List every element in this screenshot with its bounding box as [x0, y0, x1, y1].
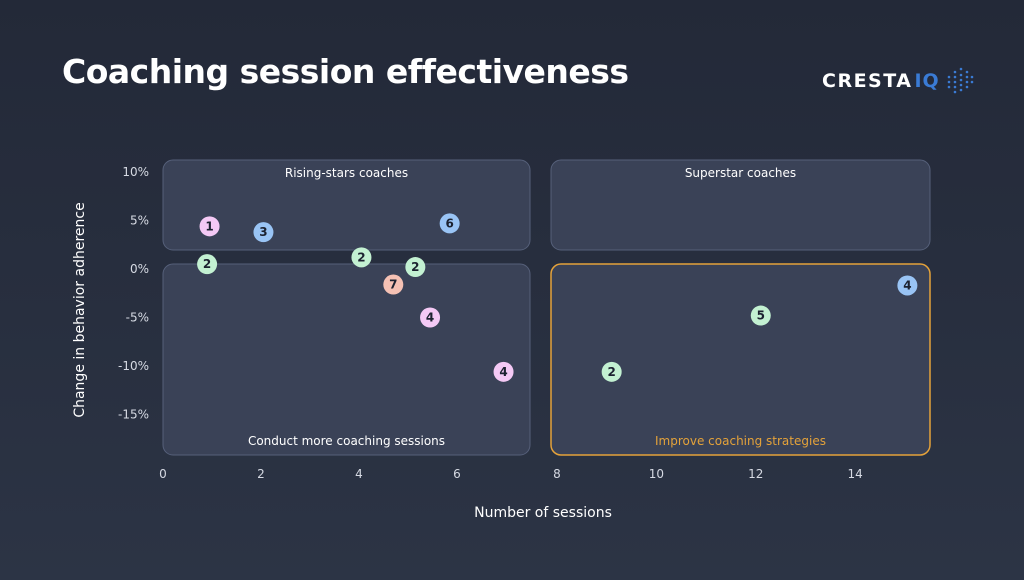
data-point-marker	[383, 274, 404, 295]
data-point-label: 2	[357, 250, 365, 264]
dots-grid-icon	[947, 67, 973, 94]
data-point-label: 4	[499, 365, 507, 379]
logo-accent: IQ	[914, 70, 940, 92]
x-tick-label: 10	[649, 467, 664, 481]
data-point-label: 2	[607, 365, 615, 379]
x-tick-label: 14	[848, 467, 863, 481]
logo-text: CRESTA	[822, 70, 913, 92]
data-point-label: 7	[389, 278, 397, 292]
data-point: 4	[897, 275, 918, 296]
quadrant-label-2: Conduct more coaching sessions	[248, 434, 445, 448]
data-point-marker	[439, 213, 460, 234]
data-point: 2	[351, 247, 372, 268]
quadrant-panel-3	[550, 263, 931, 456]
x-tick-label: 0	[159, 467, 167, 481]
y-axis-label: Change in behavior adherence	[72, 202, 88, 417]
data-point: 5	[750, 305, 771, 326]
data-point-label: 2	[203, 257, 211, 271]
data-point: 2	[405, 257, 426, 278]
x-tick-label: 2	[257, 467, 265, 481]
y-tick-label: -15%	[118, 408, 149, 422]
quadrant-panel-2	[162, 263, 531, 456]
quadrant-panel-1	[550, 159, 931, 251]
y-tick-label: 0%	[130, 262, 149, 276]
data-point: 4	[493, 361, 514, 382]
data-point-marker	[351, 247, 372, 268]
x-tick-label: 8	[553, 467, 561, 481]
data-point-label: 4	[903, 278, 911, 292]
x-tick-label: 4	[355, 467, 363, 481]
x-tick-label: 6	[453, 467, 461, 481]
data-point: 3	[253, 222, 274, 243]
page-title: Coaching session effectiveness	[62, 52, 629, 91]
data-point-label: 4	[426, 311, 434, 325]
data-point-marker	[405, 257, 426, 278]
data-point-marker	[197, 254, 218, 275]
quadrant-label-0: Rising-stars coaches	[285, 166, 408, 180]
data-point: 1	[199, 216, 220, 237]
data-point-label: 3	[259, 225, 267, 239]
data-point: 6	[439, 213, 460, 234]
data-point: 7	[383, 274, 404, 295]
y-tick-label: -10%	[118, 359, 149, 373]
data-point-marker	[253, 222, 274, 243]
data-point: 2	[197, 254, 218, 275]
data-point-label: 5	[757, 309, 765, 323]
data-point: 2	[601, 361, 622, 382]
data-point-marker	[750, 305, 771, 326]
x-tick-label: 12	[748, 467, 763, 481]
x-axis-label: Number of sessions	[474, 505, 612, 521]
data-point-marker	[897, 275, 918, 296]
brand-logo: CRESTA IQ	[822, 66, 974, 96]
data-point-marker	[199, 216, 220, 237]
quadrant-panels: Rising-stars coaches Superstar coachesCon…	[162, 159, 931, 456]
y-tick-label: 5%	[130, 214, 149, 228]
data-point-label: 6	[445, 216, 453, 230]
data-point: 4	[420, 307, 441, 328]
quadrant-label-3: Improve coaching strategies	[655, 434, 826, 448]
y-tick-label: -5%	[126, 311, 149, 325]
y-tick-label: 10%	[122, 165, 149, 179]
data-point-label: 1	[205, 219, 213, 233]
quadrant-label-1: Superstar coaches	[685, 166, 796, 180]
data-point-marker	[493, 361, 514, 382]
data-point-label: 2	[411, 260, 419, 274]
data-point-marker	[420, 307, 441, 328]
data-point-marker	[601, 361, 622, 382]
